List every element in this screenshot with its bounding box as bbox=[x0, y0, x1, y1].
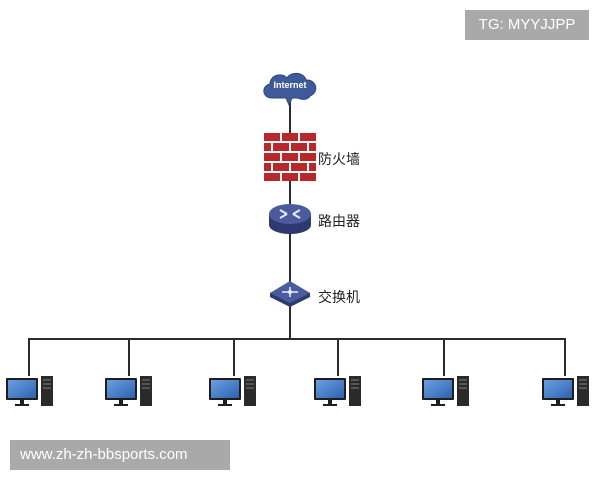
switch-icon bbox=[270, 281, 310, 307]
link-firewall-router bbox=[289, 180, 291, 206]
desktop-computer-icon bbox=[105, 376, 153, 410]
link-switch-bus bbox=[289, 304, 291, 339]
drop-line bbox=[443, 338, 445, 376]
desktop-computer-icon bbox=[209, 376, 257, 410]
link-router-switch bbox=[289, 232, 291, 282]
switch-label: 交换机 bbox=[318, 290, 360, 306]
drop-line bbox=[564, 338, 566, 376]
firewall-label: 防火墙 bbox=[318, 152, 360, 168]
watermark-top: TG: MYYJJPP bbox=[465, 10, 589, 40]
drop-line bbox=[233, 338, 235, 376]
desktop-computer-icon bbox=[6, 376, 54, 410]
internet-label: Internet bbox=[273, 80, 307, 90]
router-label: 路由器 bbox=[318, 214, 360, 230]
link-internet-firewall bbox=[289, 102, 291, 134]
bus-line bbox=[28, 338, 566, 340]
drop-line bbox=[28, 338, 30, 376]
desktop-computer-icon bbox=[542, 376, 590, 410]
drop-line bbox=[128, 338, 130, 376]
desktop-computer-icon bbox=[314, 376, 362, 410]
router-icon bbox=[269, 204, 311, 234]
drop-line bbox=[337, 338, 339, 376]
brick-wall-icon bbox=[264, 133, 316, 181]
desktop-computer-icon bbox=[422, 376, 470, 410]
watermark-bottom: www.zh-zh-bbsports.com bbox=[10, 440, 230, 470]
cloud-icon bbox=[263, 72, 317, 107]
